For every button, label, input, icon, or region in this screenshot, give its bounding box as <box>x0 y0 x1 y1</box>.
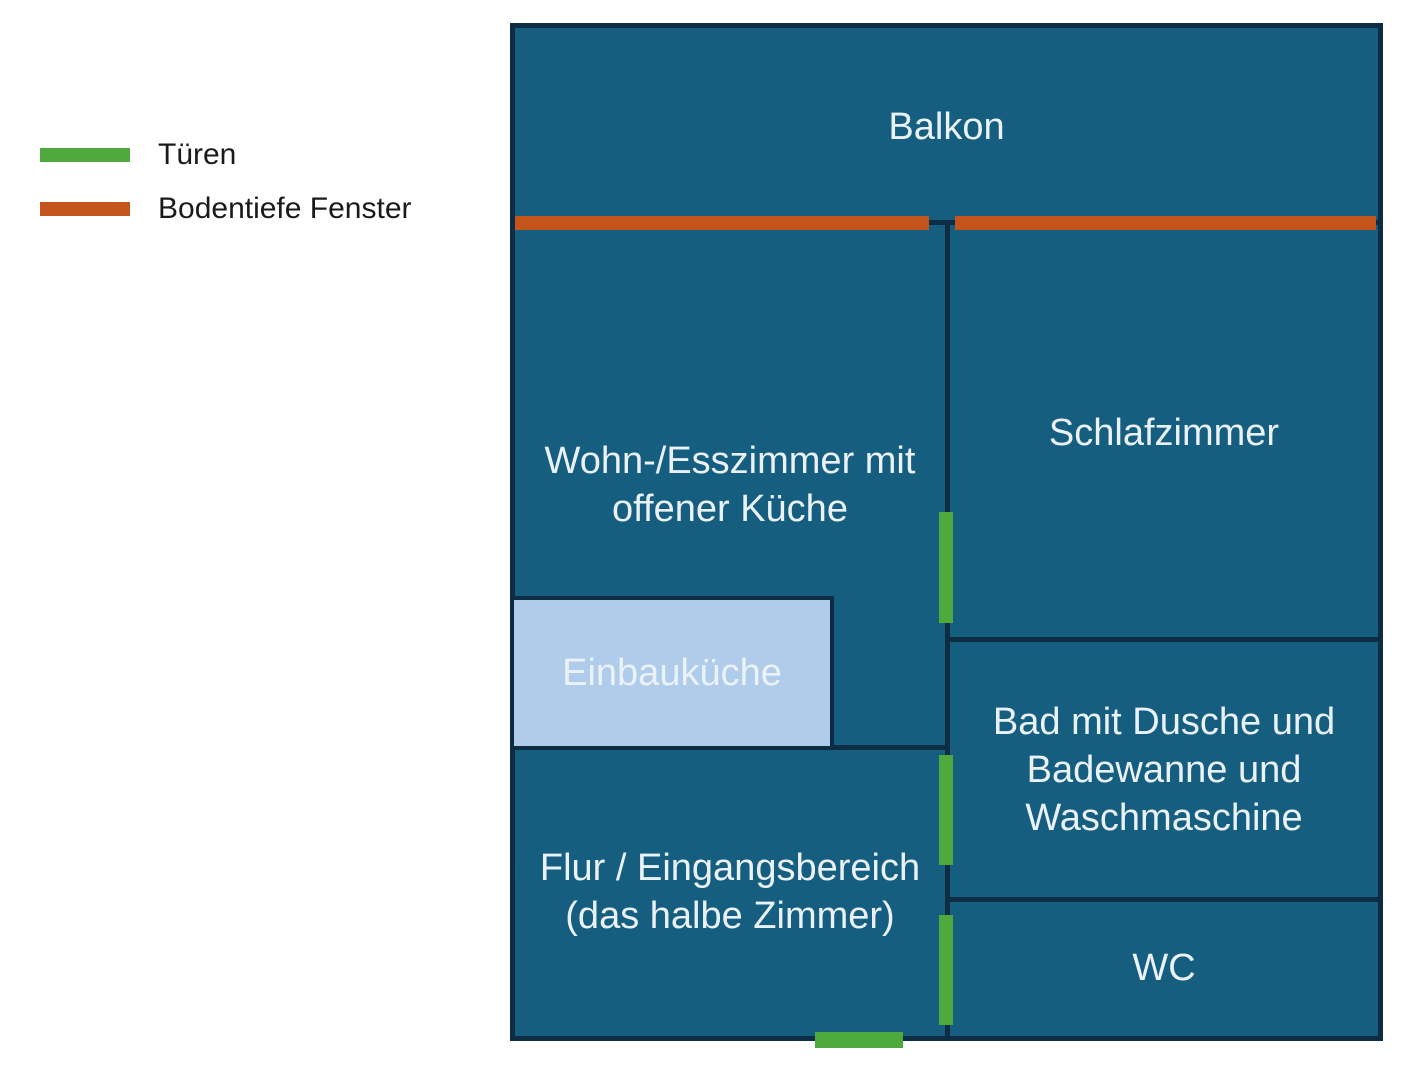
door-color-swatch <box>40 148 130 162</box>
legend-label-doors: Türen <box>158 138 237 171</box>
legend-label-windows: Bodentiefe Fenster <box>158 192 412 225</box>
legend-item-windows: Bodentiefe Fenster <box>40 182 412 236</box>
wall-schlafzimmer-bad <box>945 637 1378 642</box>
legend-item-doors: Türen <box>40 128 412 182</box>
room-label-wc: WC <box>1132 947 1196 989</box>
room-label-bad: Bad mit Dusche und Badewanne und Waschma… <box>992 701 1336 839</box>
kitchen-unit: Einbauküche <box>510 596 834 750</box>
window-balkon-right <box>955 216 1376 230</box>
door-flur-bad <box>939 755 953 865</box>
room-label-balkon: Balkon <box>888 106 1005 148</box>
wall-bad-wc <box>945 897 1378 902</box>
room-label-einbaukueche: Einbauküche <box>562 652 782 694</box>
window-balkon-left <box>515 216 929 230</box>
door-flur-wc <box>939 915 953 1025</box>
door-wohnzimmer-schlafzimmer <box>939 512 953 623</box>
room-label-schlafzimmer: Schlafzimmer <box>1048 412 1280 454</box>
room-label-flur: Flur / Eingangsbereich (das halbe Zimmer… <box>539 847 921 937</box>
room-label-wohnzimmer: Wohn-/Esszimmer mit offener Küche <box>544 440 916 530</box>
wall-balkon <box>515 220 1378 225</box>
floorplan: Einbauküche Balkon Wohn-/Esszimmer mit o… <box>510 23 1383 1048</box>
wall-main-vertical <box>945 223 950 1036</box>
legend: Türen Bodentiefe Fenster <box>40 128 412 236</box>
window-color-swatch <box>40 202 130 216</box>
door-entrance <box>815 1032 903 1048</box>
